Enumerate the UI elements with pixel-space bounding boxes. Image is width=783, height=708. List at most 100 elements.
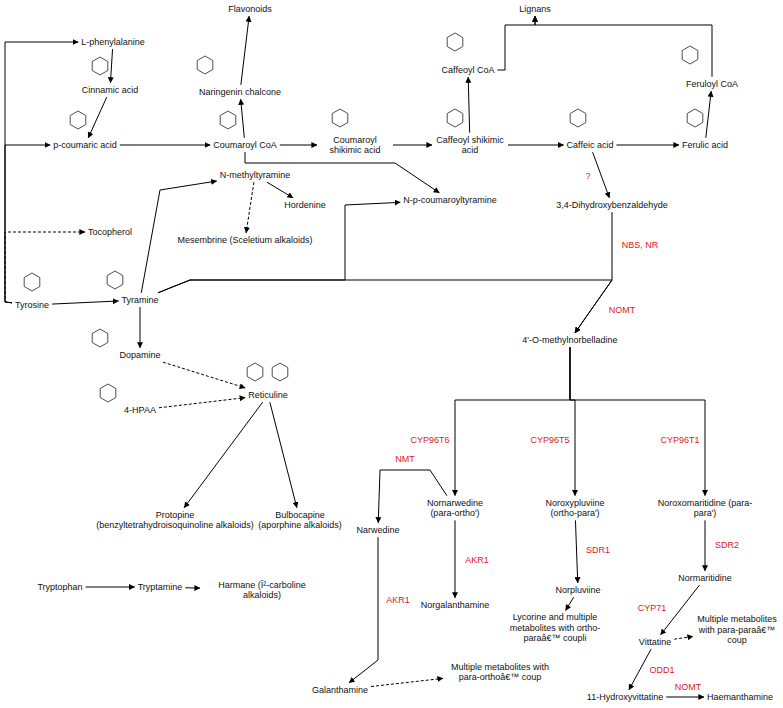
reaction-arrow	[349, 537, 378, 683]
reaction-arrow	[241, 16, 249, 85]
ring-sketch	[220, 111, 236, 129]
reaction-arrow	[185, 587, 200, 588]
enzyme-name: AKR1	[464, 555, 490, 565]
compound-name: Hordenine	[283, 200, 327, 210]
reaction-arrow	[575, 212, 612, 333]
compound-label: Bulbocapine (aporphine alkaloids)	[255, 510, 345, 531]
compound-label: Noroxypluviine (ortho-para')	[530, 498, 620, 519]
enzyme-name: CYP96T1	[659, 435, 700, 445]
reaction-arrow	[241, 99, 245, 138]
compound-name: Nornarwedine (para-ortho')	[415, 498, 495, 519]
compound-name: Dopamine	[118, 350, 161, 360]
compound-label: N-methyltyramine	[219, 170, 292, 180]
compound-name: 4'-O-methylnorbelladine	[521, 335, 618, 345]
compound-label: Noroxomaritidine (para-para')	[655, 498, 755, 519]
compound-name: Multiple metabolites with para-paraâ€™ c…	[695, 614, 779, 645]
enzyme-label: NOMT	[608, 305, 637, 315]
reaction-arrow	[393, 145, 432, 146]
ring-sketch	[92, 329, 108, 347]
enzyme-name: SDR1	[585, 545, 611, 555]
enzyme-label: CYP96T6	[409, 435, 450, 445]
reaction-arrow	[159, 398, 245, 408]
reaction-arrow	[497, 16, 535, 70]
ring-sketch	[92, 57, 108, 75]
ring-sketch	[24, 273, 40, 291]
compound-label: 4-HPAA	[123, 405, 157, 415]
enzyme-name: CYP96T6	[409, 435, 450, 445]
ring-sketch	[332, 109, 348, 127]
compound-label: Norgalanthamine	[420, 600, 491, 610]
compound-label: Lycorine and multiple metabolites with o…	[495, 612, 615, 643]
reaction-arrow	[371, 678, 443, 686]
compound-name: Caffeoyl CoA	[441, 65, 496, 75]
compound-label: Narwedine	[355, 525, 400, 535]
compound-name: Coumaroyl shikimic acid	[319, 135, 391, 156]
compound-label: Tyrosine	[14, 300, 50, 310]
compound-label: p-coumaric acid	[52, 140, 118, 150]
compound-name: Coumaroyl CoA	[212, 140, 278, 150]
compound-label: 4'-O-methylnorbelladine	[521, 335, 618, 345]
compound-name: Tryptamine	[137, 582, 184, 592]
ring-sketch	[687, 109, 703, 127]
enzyme-label: AKR1	[385, 595, 411, 605]
ring-sketch	[197, 56, 213, 74]
reaction-arrow	[575, 520, 577, 582]
compound-name: Protopine (benzyltetrahydroisoquinoline …	[95, 510, 255, 531]
reaction-arrow	[158, 202, 400, 292]
compound-name: Tocopherol	[87, 227, 133, 237]
reaction-arrow	[535, 16, 712, 77]
compound-label: Harmane (Î²-carboline alkaloids)	[202, 580, 322, 601]
reaction-arrow	[246, 182, 254, 233]
reaction-arrow	[88, 97, 106, 138]
compound-name: Norpluviine	[554, 585, 601, 595]
compound-label: Mesembrine (Sceletium alkaloids)	[176, 235, 313, 245]
reaction-arrow	[5, 145, 50, 303]
compound-name: Norgalanthamine	[420, 600, 491, 610]
enzyme-name: ODD1	[648, 665, 675, 675]
compound-name: Naringenin chalcone	[198, 87, 282, 97]
compound-name: N-p-coumaroyltyramine	[402, 195, 498, 205]
compound-name: Multiple metabolites with para-orthoâ€™ …	[445, 662, 555, 683]
reaction-arrow	[267, 182, 293, 198]
compound-label: Tyramine	[120, 295, 159, 305]
compound-label: Feruloyl CoA	[685, 79, 739, 89]
enzyme-name: CYP96T5	[529, 435, 570, 445]
compound-name: 11-Hydroxyvittatine	[586, 692, 664, 702]
ring-sketch	[272, 363, 288, 381]
enzyme-name: ?	[584, 171, 591, 181]
enzyme-label: SDR1	[585, 545, 611, 555]
reaction-arrow	[5, 232, 85, 303]
reaction-arrow	[566, 597, 574, 610]
reaction-arrow	[455, 347, 570, 495]
compound-label: Caffeoyl shikimic acid	[434, 135, 506, 156]
reaction-arrow	[120, 145, 210, 146]
compound-name: Caffeoyl shikimic acid	[434, 135, 506, 156]
reaction-arrow	[570, 347, 575, 495]
compound-label: Normaritidine	[677, 573, 733, 583]
compound-label: Nornarwedine (para-ortho')	[415, 498, 495, 519]
ring-sketch	[447, 33, 463, 51]
compound-name: Noroxypluviine (ortho-para')	[530, 498, 620, 519]
enzyme-name: CYP71	[637, 603, 668, 613]
compound-label: Haemanthamine	[706, 692, 774, 702]
enzyme-name: NBS, NR	[621, 240, 660, 250]
reaction-arrow	[705, 520, 706, 570]
enzyme-name: AKR1	[385, 595, 411, 605]
compound-label: Caffeoyl CoA	[441, 65, 496, 75]
compound-name: L-phenylalanine	[80, 37, 146, 47]
compound-label: Protopine (benzyltetrahydroisoquinoline …	[95, 510, 255, 531]
compound-name: Bulbocapine (aporphine alkaloids)	[255, 510, 345, 531]
compound-label: Galanthamine	[311, 685, 369, 695]
enzyme-name: NMT	[394, 454, 416, 464]
compound-name: Narwedine	[355, 525, 400, 535]
compound-name: Cinnamic acid	[81, 85, 140, 95]
reaction-arrow	[139, 307, 140, 348]
reaction-arrow	[184, 402, 262, 507]
compound-name: 4-HPAA	[123, 405, 157, 415]
enzyme-label: AKR1	[464, 555, 490, 565]
enzyme-label: ?	[584, 171, 591, 181]
ring-sketch	[447, 109, 463, 127]
reaction-arrow	[280, 145, 317, 146]
compound-name: Harmane (Î²-carboline alkaloids)	[202, 580, 322, 601]
compound-label: Tryptamine	[137, 582, 184, 592]
